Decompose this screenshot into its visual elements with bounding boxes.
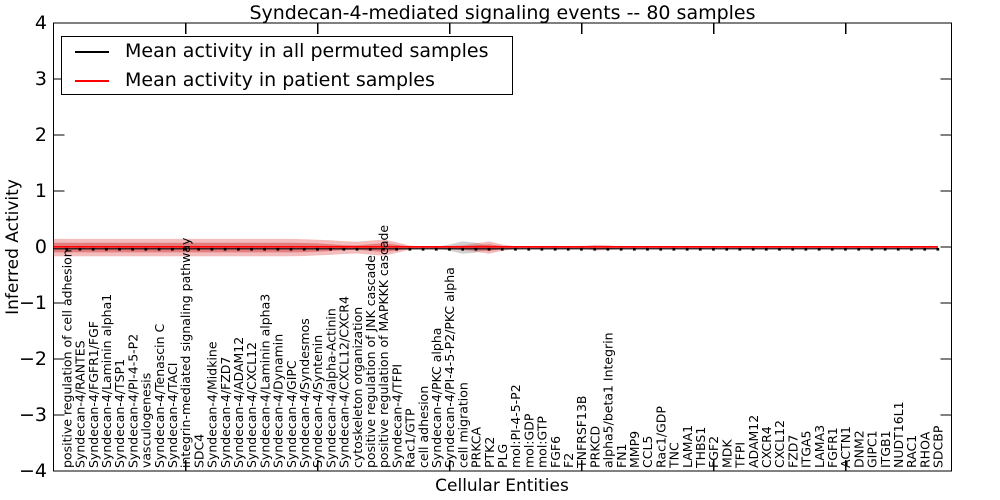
legend: Mean activity in all permuted samples Me… [61, 36, 513, 95]
svg-text:Syndecan-4/CXCL12/CXCR4: Syndecan-4/CXCL12/CXCR4 [337, 296, 352, 468]
svg-text:mol:GDP: mol:GDP [521, 413, 536, 468]
svg-text:Syndecan-4/Dynamin: Syndecan-4/Dynamin [271, 334, 286, 468]
svg-text:PLG: PLG [495, 444, 510, 468]
svg-text:PRKCD: PRKCD [587, 426, 602, 468]
svg-text:THBS1: THBS1 [693, 427, 708, 469]
svg-text:Syndecan-4/FZD7: Syndecan-4/FZD7 [218, 357, 233, 468]
svg-text:0: 0 [35, 236, 47, 258]
svg-text:Rac1/GTP: Rac1/GTP [403, 408, 418, 468]
svg-text:CCL5: CCL5 [640, 436, 655, 468]
svg-text:LAMA1: LAMA1 [680, 425, 695, 468]
svg-text:Syndecan-4/alpha-Actinin: Syndecan-4/alpha-Actinin [323, 308, 338, 468]
svg-text:SDCBP: SDCBP [931, 425, 946, 468]
svg-text:Syndecan-4/TFPI: Syndecan-4/TFPI [389, 364, 404, 468]
svg-text:Syndecan-4/Midkine: Syndecan-4/Midkine [205, 341, 220, 468]
svg-text:RHOA: RHOA [917, 431, 932, 468]
y-tick-labels: 4 3 2 1 0 −1 −2 −3 −4 [19, 12, 47, 482]
svg-text:ITGA5: ITGA5 [799, 430, 814, 468]
svg-text:Syndecan-4/PI-4-5-P2: Syndecan-4/PI-4-5-P2 [125, 334, 140, 468]
svg-text:4: 4 [35, 12, 47, 34]
svg-text:TFPI: TFPI [733, 442, 748, 469]
svg-text:SDC4: SDC4 [191, 434, 206, 468]
svg-text:Rac1/GDP: Rac1/GDP [653, 406, 668, 468]
svg-text:mol:GTP: mol:GTP [535, 416, 550, 468]
svg-text:PTK2: PTK2 [482, 437, 497, 468]
svg-text:Syndecan-4/Tenascin C: Syndecan-4/Tenascin C [152, 323, 167, 468]
svg-text:cell adhesion: cell adhesion [416, 386, 431, 468]
svg-text:MMP9: MMP9 [627, 431, 642, 468]
svg-text:Syndecan-4/Syndesmos: Syndecan-4/Syndesmos [297, 318, 312, 468]
svg-text:−4: −4 [19, 460, 47, 482]
legend-line-permuted-icon [75, 50, 109, 53]
svg-text:ACTN1: ACTN1 [838, 426, 853, 468]
svg-text:RAC1: RAC1 [904, 435, 919, 468]
svg-text:GIPC1: GIPC1 [865, 430, 880, 468]
svg-text:mol:PI-4-5-P2: mol:PI-4-5-P2 [508, 384, 523, 468]
svg-text:Syndecan-4/ADAM12: Syndecan-4/ADAM12 [231, 337, 246, 468]
x-axis-title: Cellular Entities [435, 476, 569, 496]
svg-text:DNM2: DNM2 [851, 430, 866, 468]
svg-text:2: 2 [35, 124, 47, 146]
svg-text:Syndecan-4/Laminin alpha1: Syndecan-4/Laminin alpha1 [99, 294, 114, 468]
svg-text:vasculogenesis: vasculogenesis [139, 373, 154, 468]
svg-text:MDK: MDK [719, 439, 734, 468]
svg-text:Syndecan-4/Laminin alpha3: Syndecan-4/Laminin alpha3 [257, 294, 272, 468]
permuted-mean-line [53, 247, 940, 251]
legend-label-permuted: Mean activity in all permuted samples [125, 40, 489, 62]
svg-text:−3: −3 [19, 404, 47, 426]
svg-text:FGF6: FGF6 [548, 436, 563, 468]
svg-text:alpha5/beta1 Integrin: alpha5/beta1 Integrin [601, 332, 616, 468]
svg-text:1: 1 [35, 180, 47, 202]
svg-text:−1: −1 [19, 292, 47, 314]
legend-item-patient: Mean activity in patient samples [62, 66, 512, 95]
svg-text:positive regulation of cell ad: positive regulation of cell adhesion [59, 249, 74, 468]
svg-text:cell migration: cell migration [455, 382, 470, 468]
svg-text:positive regulation of JNK cas: positive regulation of JNK cascade [363, 255, 378, 468]
legend-line-patient-icon [75, 79, 109, 82]
svg-text:FGFR1: FGFR1 [825, 427, 840, 468]
svg-text:FZD7: FZD7 [785, 435, 800, 468]
svg-text:ADAM12: ADAM12 [746, 415, 761, 468]
svg-text:LAMA3: LAMA3 [812, 425, 827, 468]
legend-item-permuted: Mean activity in all permuted samples [62, 37, 512, 66]
svg-text:PRKCA: PRKCA [469, 427, 484, 468]
svg-text:FGF2: FGF2 [706, 436, 721, 468]
svg-text:cytoskeleton organization: cytoskeleton organization [350, 307, 365, 468]
svg-text:F2: F2 [561, 453, 576, 468]
svg-text:integrin-mediated signaling pa: integrin-mediated signaling pathway [178, 237, 193, 468]
svg-text:ITGB1: ITGB1 [878, 430, 893, 468]
svg-text:3: 3 [35, 68, 47, 90]
svg-text:Syndecan-4/PKC alpha: Syndecan-4/PKC alpha [429, 328, 444, 468]
svg-text:Syndecan-4/TACI: Syndecan-4/TACI [165, 363, 180, 468]
svg-text:Syndecan-4/TSP1: Syndecan-4/TSP1 [112, 359, 127, 468]
svg-text:Syndecan-4/GIPC: Syndecan-4/GIPC [284, 360, 299, 468]
svg-text:Syndecan-4/FGFR1/FGF: Syndecan-4/FGFR1/FGF [86, 321, 101, 468]
svg-text:−2: −2 [19, 348, 47, 370]
svg-text:Syndecan-4/PI-4-5-P2/PKC alpha: Syndecan-4/PI-4-5-P2/PKC alpha [442, 267, 457, 468]
svg-text:Syndecan-4/CXCL12: Syndecan-4/CXCL12 [244, 342, 259, 468]
svg-text:TNFRSF13B: TNFRSF13B [574, 396, 589, 469]
x-tick-labels: positive regulation of cell adhesionSynd… [59, 225, 945, 469]
svg-text:Syndecan-4/Syntenin: Syndecan-4/Syntenin [310, 335, 325, 468]
chart-title: Syndecan-4-mediated signaling events -- … [249, 2, 756, 24]
svg-text:NUDT16L1: NUDT16L1 [891, 401, 906, 468]
y-axis-title: Inferred Activity [3, 179, 23, 315]
svg-text:Syndecan-4/RANTES: Syndecan-4/RANTES [73, 340, 88, 468]
svg-text:CXCR4: CXCR4 [759, 426, 774, 468]
svg-text:CXCL12: CXCL12 [772, 420, 787, 468]
svg-text:positive regulation of MAPKKK: positive regulation of MAPKKK cascade [376, 225, 391, 468]
svg-text:TNC: TNC [667, 442, 682, 469]
svg-text:FN1: FN1 [614, 444, 629, 469]
x-ticks [184, 23, 847, 471]
legend-label-patient: Mean activity in patient samples [125, 69, 435, 91]
